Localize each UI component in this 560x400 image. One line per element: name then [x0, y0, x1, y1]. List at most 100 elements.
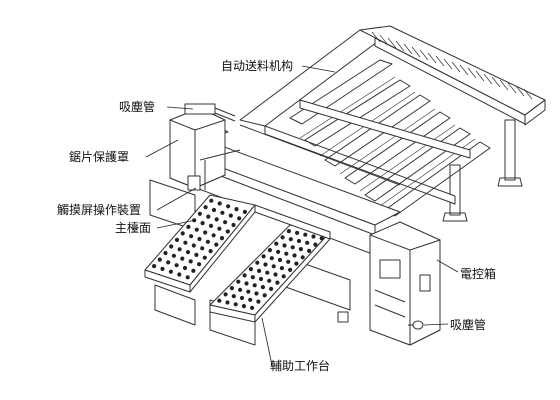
table-hole	[290, 245, 295, 250]
table-hole	[250, 275, 255, 280]
table-hole	[250, 305, 255, 310]
table-hole	[265, 270, 270, 275]
table-hole	[180, 231, 185, 236]
table-hole	[177, 247, 182, 252]
table-hole	[208, 223, 214, 228]
table-hole	[174, 263, 179, 268]
label-dust-pipe-bottom: 吸塵管	[450, 318, 487, 332]
table-hole	[171, 253, 176, 258]
table-hole	[194, 227, 199, 232]
table-hole	[205, 239, 210, 244]
table-hole	[273, 272, 278, 277]
table-hole	[286, 259, 291, 264]
table-hole	[234, 207, 239, 212]
table-hole	[282, 243, 287, 248]
feed-frame	[239, 25, 546, 222]
table-hole	[177, 272, 182, 277]
table-hole	[183, 240, 188, 245]
table-hole	[237, 216, 242, 221]
table-hole	[185, 275, 190, 280]
table-hole	[185, 250, 191, 255]
table-hole	[225, 300, 230, 305]
table-hole	[157, 257, 162, 262]
table-hole	[225, 229, 230, 234]
table-hole	[263, 262, 268, 267]
table-hole	[280, 235, 285, 240]
table-hole	[298, 247, 303, 252]
blade-guard	[169, 103, 236, 189]
label-aux-table: 輔助工作台	[270, 359, 331, 373]
table-hole	[260, 285, 265, 290]
table-hole	[277, 257, 283, 263]
touch-screen-unit	[187, 149, 241, 191]
table-hole	[203, 205, 208, 210]
table-hole	[267, 248, 272, 253]
aux-table-holes	[217, 229, 324, 310]
table-hole	[217, 298, 222, 303]
table-hole	[258, 276, 264, 282]
table-hole	[248, 297, 253, 302]
table-hole	[192, 218, 197, 223]
table-hole	[295, 230, 300, 235]
table-hole	[206, 214, 211, 219]
table-hole	[223, 220, 228, 225]
table-hole	[194, 252, 199, 257]
table-hole	[254, 291, 259, 296]
table-hole	[288, 237, 293, 242]
table-hole	[305, 240, 310, 245]
table-hole	[163, 250, 168, 256]
table-hole	[256, 299, 261, 304]
table-hole	[288, 267, 293, 272]
table-hole	[197, 211, 202, 216]
table-hole	[294, 261, 299, 266]
table-hole	[281, 274, 286, 279]
table-hole	[238, 287, 243, 292]
table-hole	[200, 246, 205, 251]
label-dust-pipe-top: 吸塵管	[119, 100, 156, 114]
table-hole	[279, 266, 284, 271]
table-hole	[307, 248, 312, 253]
table-hole	[244, 281, 249, 286]
table-hole	[231, 222, 236, 228]
table-hole	[236, 279, 241, 284]
table-hole	[202, 255, 207, 260]
table-hole	[241, 304, 246, 309]
table-hole	[189, 234, 194, 239]
table-hole	[257, 268, 262, 273]
label-touch-screen: 觸摸屏操作裝置	[57, 203, 142, 217]
table-hole	[286, 229, 291, 234]
table-hole	[188, 259, 193, 264]
table-hole	[262, 293, 267, 298]
table-hole	[261, 254, 266, 259]
table-hole	[182, 265, 188, 271]
table-hole	[276, 249, 281, 254]
table-hole	[269, 286, 274, 291]
label-main-table: 主檯面	[115, 221, 152, 235]
control-box	[369, 221, 441, 346]
table-hole	[229, 286, 234, 291]
table-hole	[311, 234, 316, 239]
table-hole	[203, 230, 208, 235]
table-hole	[242, 209, 247, 214]
table-hole	[233, 302, 238, 307]
leader-lines	[145, 65, 459, 366]
table-hole	[191, 243, 196, 248]
table-hole	[211, 233, 216, 238]
table-hole	[217, 201, 222, 206]
table-hole	[313, 242, 318, 247]
table-hole	[267, 278, 272, 283]
table-hole	[214, 242, 219, 247]
table-hole	[231, 294, 236, 299]
table-hole	[168, 269, 173, 274]
table-hole	[284, 251, 289, 256]
table-hole	[228, 213, 233, 218]
table-hole	[269, 256, 274, 261]
table-hole	[255, 260, 260, 265]
table-hole	[296, 238, 302, 244]
table-hole	[223, 292, 228, 297]
label-blade-guard: 鋸片保護罩	[69, 150, 130, 164]
table-hole	[246, 289, 251, 294]
table-hole	[271, 264, 276, 269]
table-hole	[242, 273, 247, 278]
